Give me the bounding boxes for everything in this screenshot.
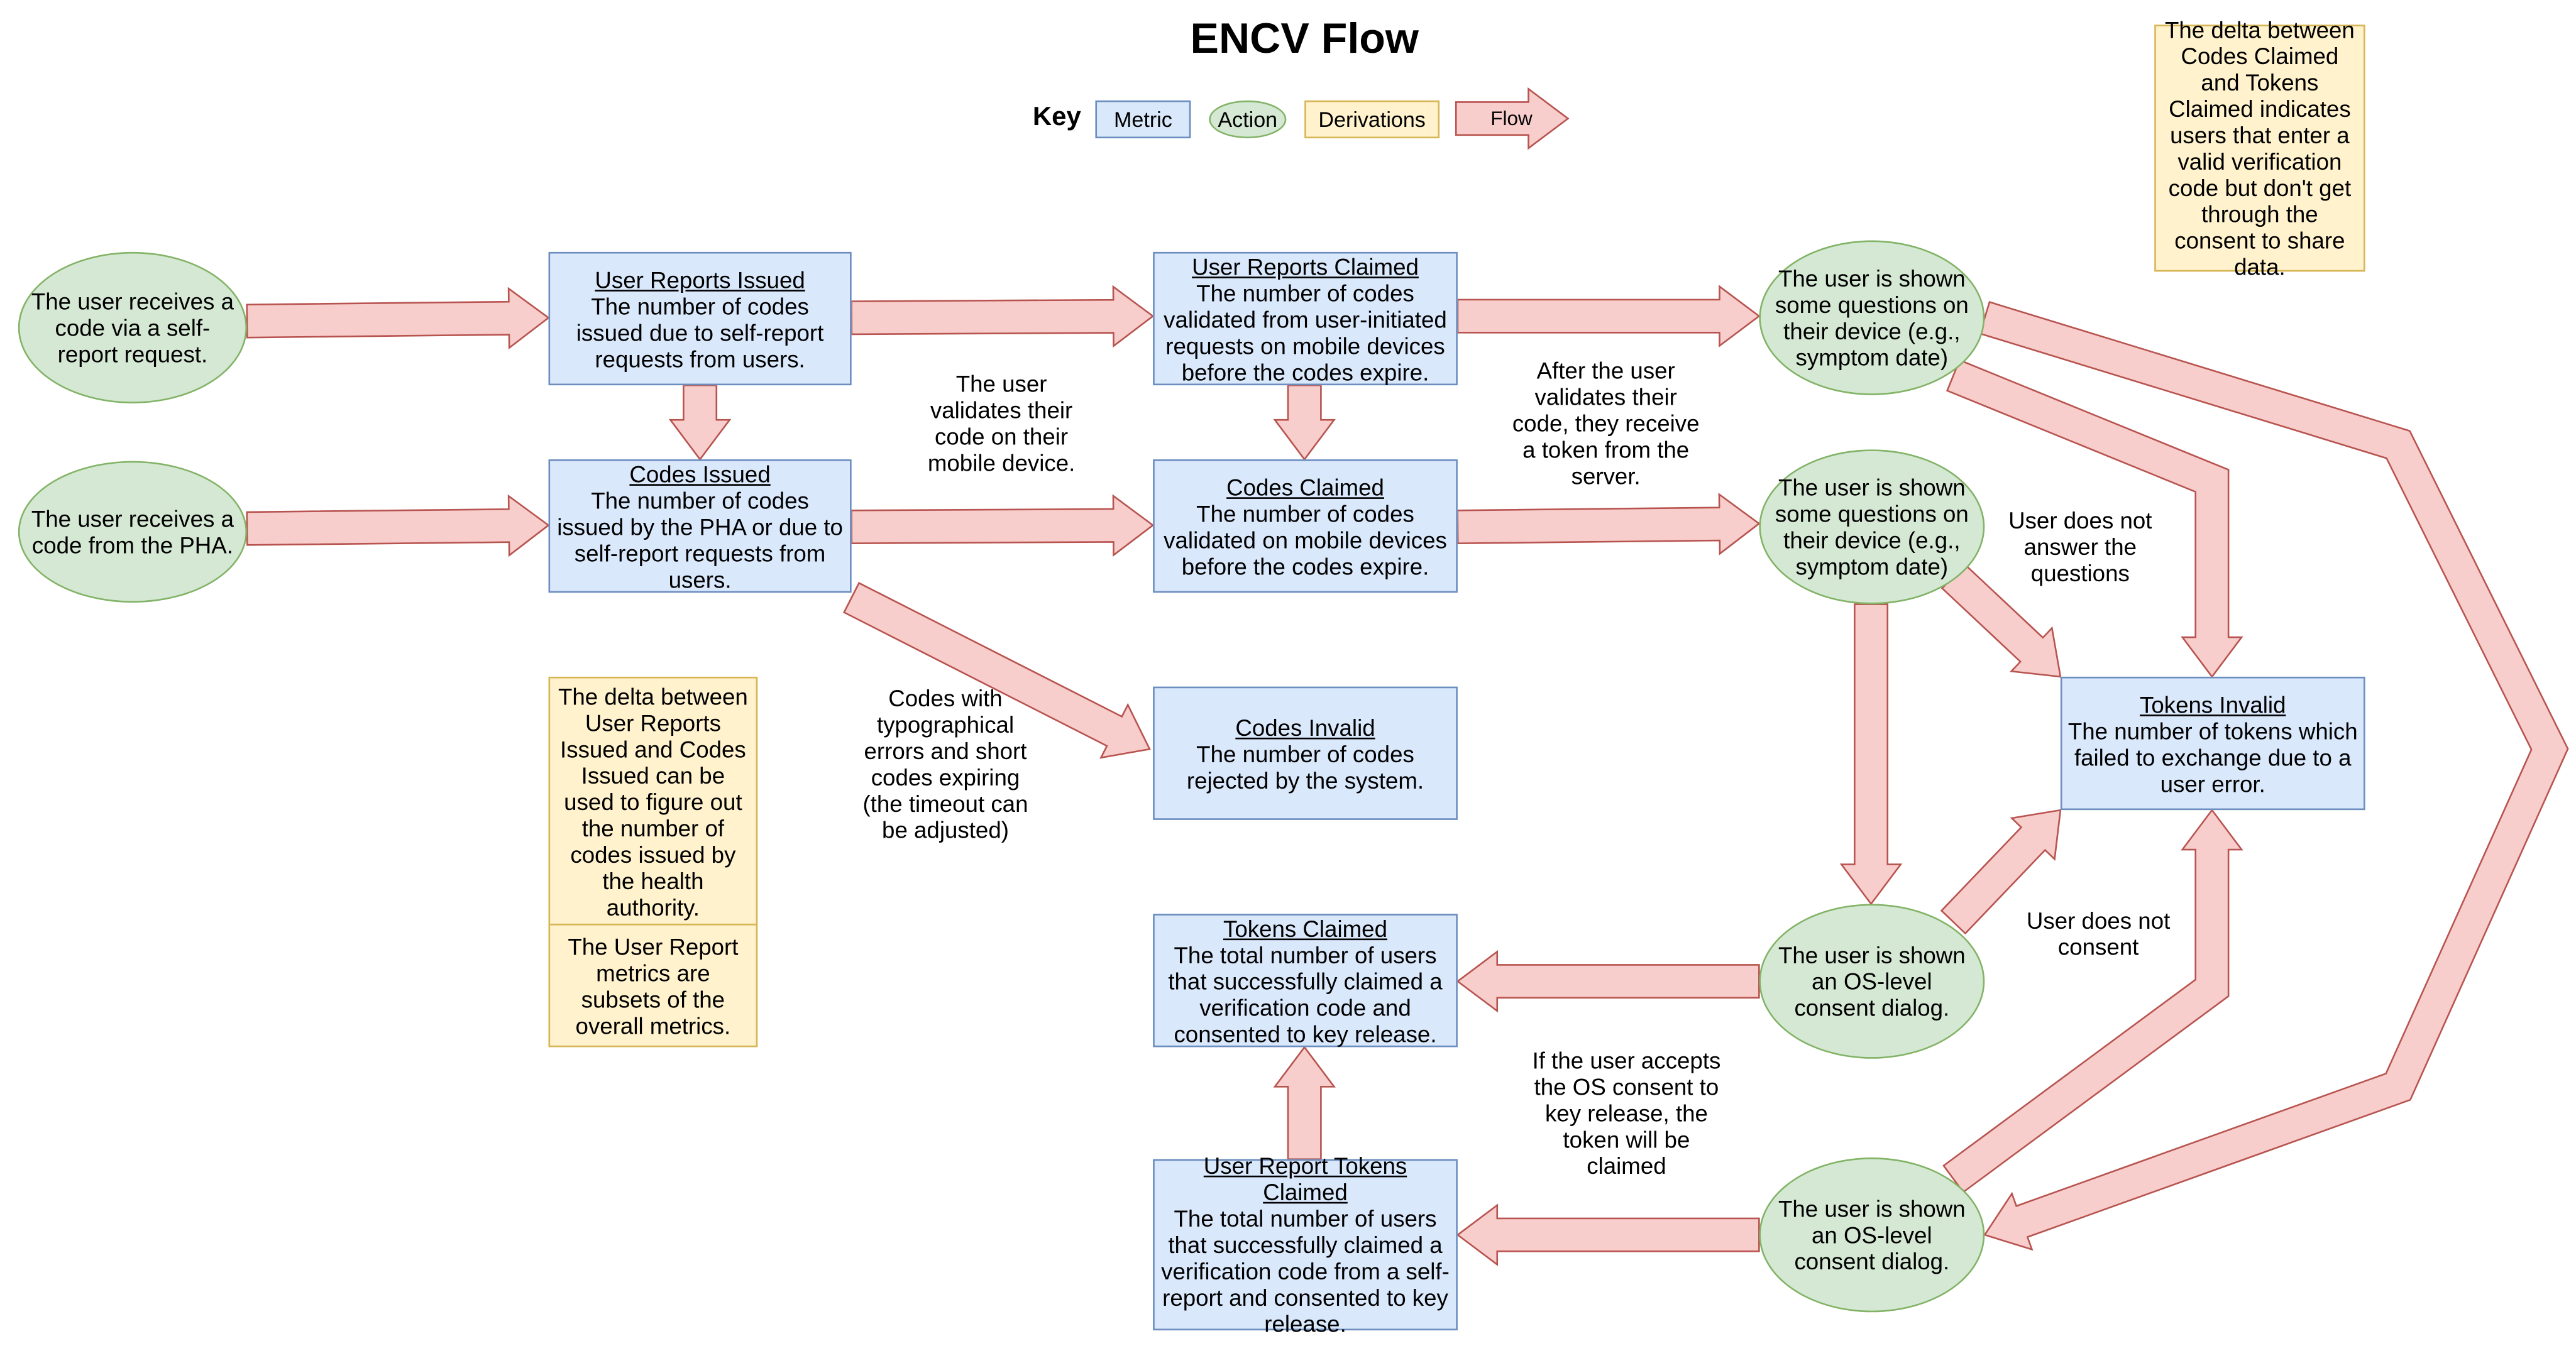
metric-title: User Report Tokens Claimed xyxy=(1203,1152,1407,1205)
key-flow-label: Flow xyxy=(1490,107,1533,130)
flow-arrow-pha-to-codes-issued xyxy=(246,494,550,557)
metric-description: The total number of users that successfu… xyxy=(1161,1205,1450,1337)
derivation-issued-delta: The delta between User Reports Issued an… xyxy=(548,676,758,926)
label-typographical: Codes with typographical errors and shor… xyxy=(862,685,1028,843)
derivation-subsets-text: The User Report metrics are subsets of t… xyxy=(568,933,739,1039)
flow-arrow-codes-issued-to-codes-claimed xyxy=(850,494,1155,557)
key-metric-label: Metric xyxy=(1114,107,1172,132)
action-questions-mid-text: The user is shown some questions on thei… xyxy=(1775,474,1969,580)
metric-user-reports-issued: User Reports Issued The number of codes … xyxy=(548,251,852,386)
flow-arrow-user-reports-issued-to-codes-issued xyxy=(668,384,732,461)
metric-tokens-claimed: Tokens Claimed The total number of users… xyxy=(1153,914,1458,1048)
key-metric-swatch: Metric xyxy=(1095,100,1191,139)
action-from-pha: The user receives a code from the PHA. xyxy=(18,461,248,603)
flow-arrow-questions-top-to-consent-bottom xyxy=(1979,301,2569,1251)
metric-description: The number of codes validated from user-… xyxy=(1164,279,1447,385)
metric-description: The number of codes issued due to self-r… xyxy=(576,292,824,371)
flow-arrow-key xyxy=(1455,87,1570,150)
label-accepts-consent: If the user accepts the OS consent to ke… xyxy=(1532,1047,1721,1179)
flow-arrow-user-reports-claimed-to-codes-claimed xyxy=(1273,384,1336,461)
flow-arrow-user-reports-claimed-to-questions-top xyxy=(1456,285,1761,347)
metric-title: Codes Claimed xyxy=(1226,473,1384,500)
flow-arrow-questions-mid-to-consent-mid xyxy=(1839,603,1903,906)
action-consent-mid: The user is shown an OS-level consent di… xyxy=(1759,904,1985,1059)
metric-title: Codes Invalid xyxy=(1235,713,1375,740)
flow-arrow-codes-issued-to-codes-invalid xyxy=(843,582,1151,759)
key-derivations-label: Derivations xyxy=(1318,107,1426,132)
metric-title: User Reports Claimed xyxy=(1192,253,1419,280)
flow-arrow-user-reports-issued-to-user-reports-claimed xyxy=(850,285,1155,348)
metric-user-reports-claimed: User Reports Claimed The number of codes… xyxy=(1153,251,1458,386)
metric-description: The number of codes issued by the PHA or… xyxy=(557,486,843,592)
metric-description: The number of tokens which failed to exc… xyxy=(2067,717,2358,796)
label-validates: The user validates their code on their m… xyxy=(927,370,1076,476)
action-consent-bottom: The user is shown an OS-level consent di… xyxy=(1759,1157,1985,1313)
metric-description: The number of codes rejected by the syst… xyxy=(1186,740,1424,793)
metric-codes-claimed: Codes Claimed The number of codes valida… xyxy=(1153,459,1458,593)
derivation-claimed-delta-text: The delta between Codes Claimed and Toke… xyxy=(2164,16,2355,280)
flow-arrow-consent-bottom-to-user-report-tokens-claimed xyxy=(1456,1203,1760,1266)
metric-description: The total number of users that successfu… xyxy=(1168,941,1443,1047)
label-no-answer: User does not answer the questions xyxy=(2008,507,2152,586)
label-after-validates: After the user validates their code, the… xyxy=(1512,357,1700,490)
flow-arrow-codes-claimed-to-questions-mid xyxy=(1456,493,1761,555)
metric-user-report-tokens-claimed: User Report Tokens Claimed The total num… xyxy=(1153,1152,1458,1337)
diagram-title: ENCV Flow xyxy=(1190,13,1419,63)
metric-title: Codes Issued xyxy=(629,460,771,487)
metric-codes-issued: Codes Issued The number of codes issued … xyxy=(548,459,852,593)
flow-arrow-consent-bottom-to-tokens-invalid xyxy=(1942,808,2243,1193)
flow-arrow-user-report-tokens-claimed-to-tokens-claimed xyxy=(1273,1046,1336,1160)
action-from-pha-text: The user receives a code from the PHA. xyxy=(31,505,234,559)
metric-codes-invalid: Codes Invalid The number of codes reject… xyxy=(1153,686,1458,820)
flow-arrow-questions-top-to-tokens-invalid xyxy=(1946,359,2243,679)
flow-arrow-consent-mid-to-tokens-invalid xyxy=(1940,809,2062,935)
action-questions-mid: The user is shown some questions on thei… xyxy=(1759,449,1985,605)
flow-arrow-questions-mid-to-tokens-invalid xyxy=(1940,563,2062,678)
metric-tokens-invalid: Tokens Invalid The number of tokens whic… xyxy=(2060,676,2365,811)
action-questions-top-text: The user is shown some questions on thei… xyxy=(1775,265,1969,371)
flow-arrow-self-report-to-user-reports-issued xyxy=(246,287,550,350)
action-self-report-text: The user receives a code via a self-repo… xyxy=(31,288,234,368)
flow-arrow-consent-mid-to-tokens-claimed xyxy=(1456,949,1760,1013)
derivation-claimed-delta: The delta between Codes Claimed and Toke… xyxy=(2154,16,2365,280)
key-derivations-swatch: Derivations xyxy=(1304,100,1440,139)
action-self-report: The user receives a code via a self-repo… xyxy=(18,251,248,403)
metric-title: User Reports Issued xyxy=(595,266,805,293)
metric-title: Tokens Invalid xyxy=(2140,691,2286,718)
key-action-label: Action xyxy=(1218,107,1278,132)
key-action-swatch: Action xyxy=(1209,100,1287,139)
action-consent-bottom-text: The user is shown an OS-level consent di… xyxy=(1778,1195,1966,1275)
metric-description: The number of codes validated on mobile … xyxy=(1164,500,1447,579)
metric-title: Tokens Claimed xyxy=(1223,914,1387,941)
action-consent-mid-text: The user is shown an OS-level consent di… xyxy=(1778,941,1966,1021)
label-no-consent: User does not consent xyxy=(2026,907,2171,960)
derivation-subsets: The User Report metrics are subsets of t… xyxy=(548,923,758,1048)
derivation-issued-delta-text: The delta between User Reports Issued an… xyxy=(558,682,748,920)
key-label: Key xyxy=(1032,104,1081,132)
action-questions-top: The user is shown some questions on thei… xyxy=(1759,240,1985,395)
